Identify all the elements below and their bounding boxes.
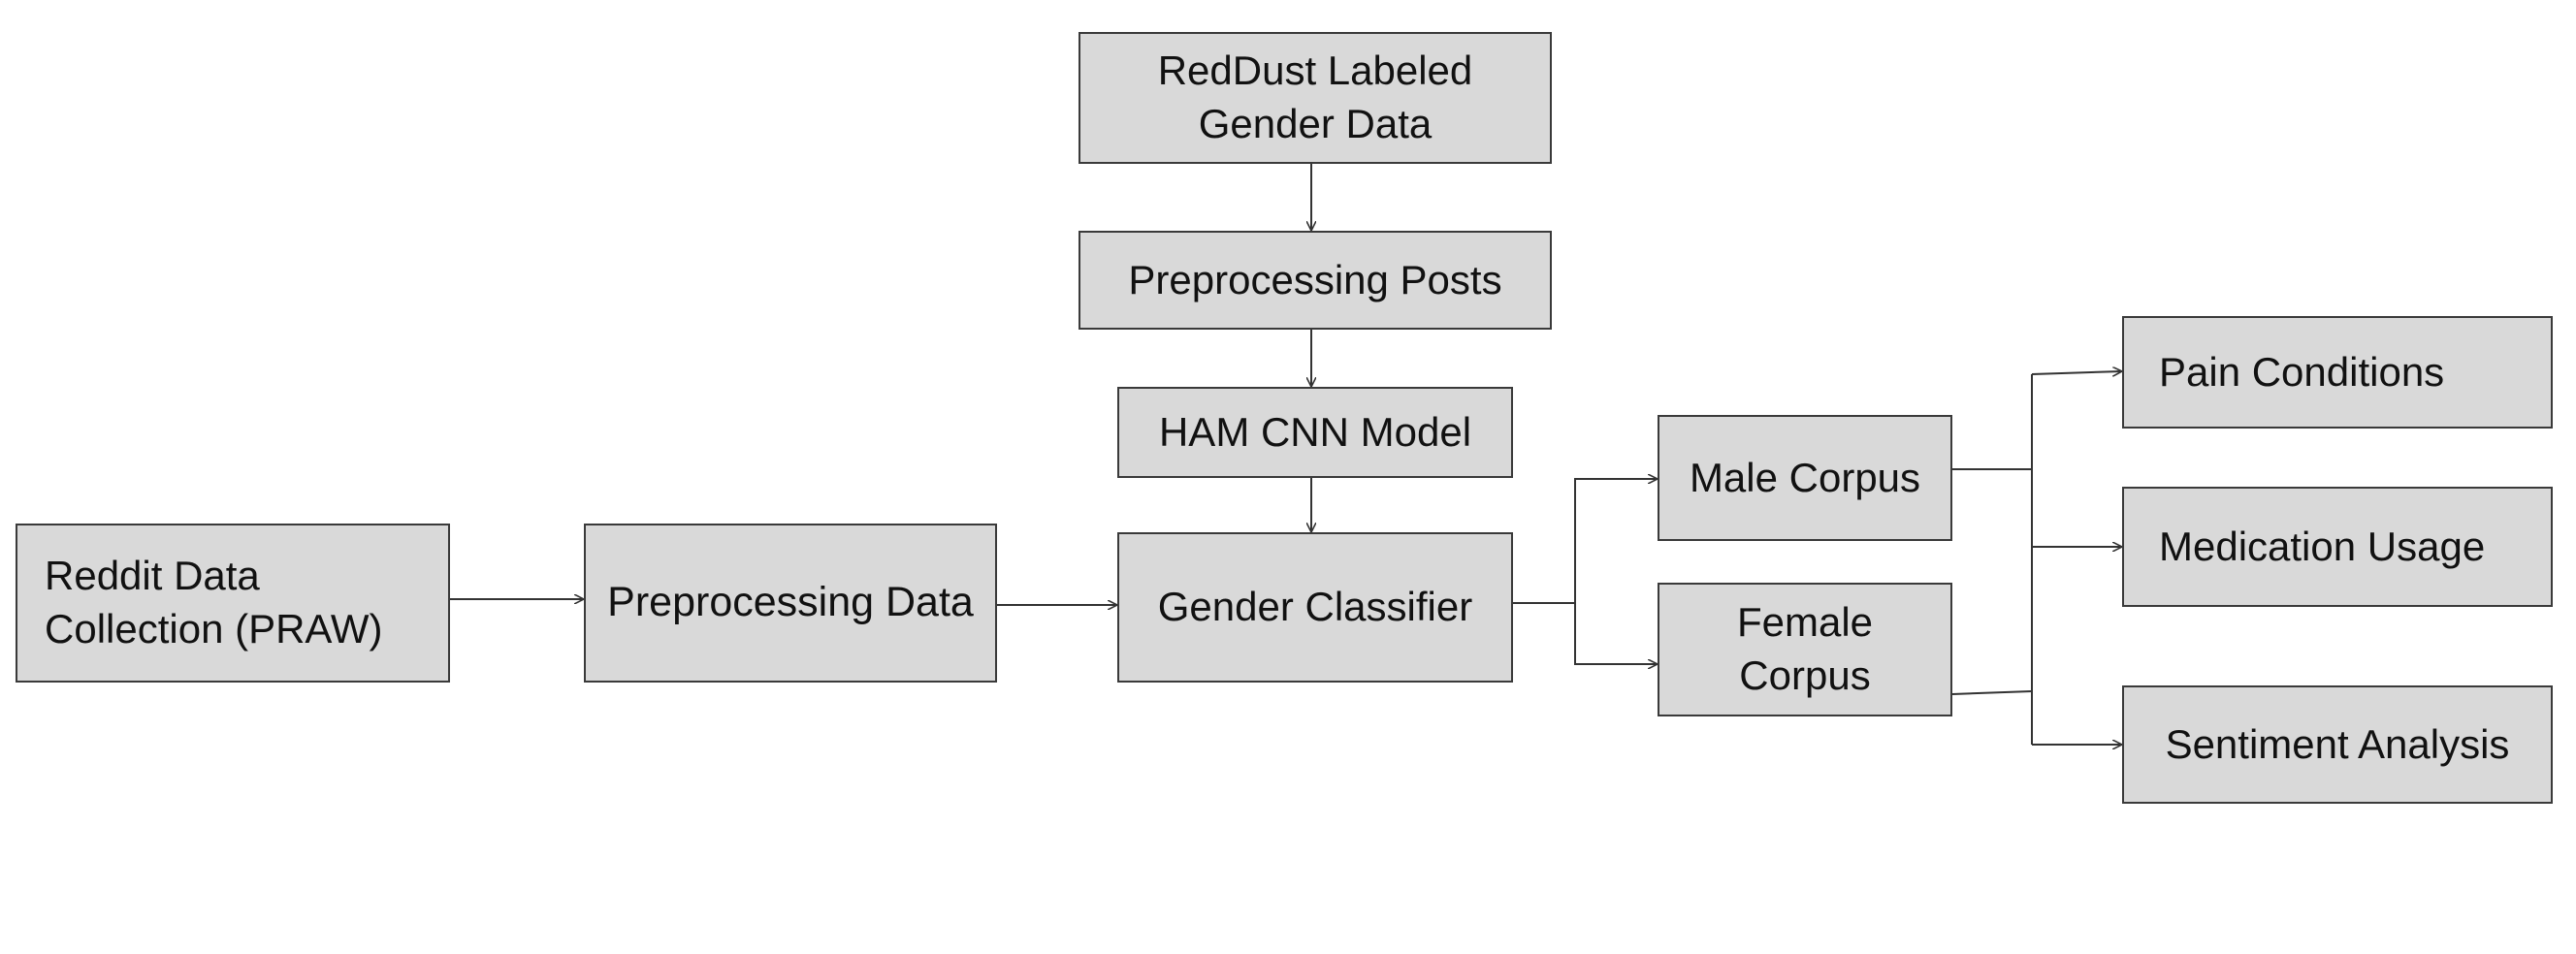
sentiment-analysis-label: Sentiment Analysis (2165, 720, 2510, 767)
reddit-data-collection-label: Reddit Data Collection (PRAW) (45, 553, 383, 652)
edge-bus-to-pain-conditions (2031, 371, 2122, 374)
reddust-labeled-gender-data-node: RedDust Labeled Gender Data (1079, 32, 1552, 164)
preprocessing-data-node: Preprocessing Data (584, 524, 997, 683)
reddust-labeled-gender-data-label: RedDust Labeled Gender Data (1157, 48, 1473, 146)
gender-classifier-node: Gender Classifier (1117, 532, 1513, 683)
ham-cnn-model-label: HAM CNN Model (1158, 408, 1472, 455)
edge-fork-to-female-corpus (1574, 603, 1658, 664)
medication-usage-node: Medication Usage (2122, 487, 2553, 607)
preprocessing-posts-node: Preprocessing Posts (1079, 231, 1552, 330)
female-corpus-label: Female Corpus (1736, 599, 1874, 698)
male-corpus-label: Male Corpus (1689, 454, 1921, 500)
edge-fork-to-male-corpus (1574, 479, 1658, 603)
edge-female-corpus-to-bus (1951, 690, 2033, 695)
female-corpus-node: Female Corpus (1658, 583, 1952, 716)
ham-cnn-model-node: HAM CNN Model (1117, 387, 1513, 478)
sentiment-analysis-node: Sentiment Analysis (2122, 685, 2553, 804)
medication-usage-label: Medication Usage (2159, 523, 2486, 569)
male-corpus-node: Male Corpus (1658, 415, 1952, 541)
reddit-data-collection-node: Reddit Data Collection (PRAW) (16, 524, 450, 683)
gender-classifier-label: Gender Classifier (1157, 584, 1473, 630)
preprocessing-posts-label: Preprocessing Posts (1128, 256, 1502, 302)
preprocessing-data-label: Preprocessing Data (607, 579, 974, 626)
pain-conditions-node: Pain Conditions (2122, 316, 2553, 429)
pain-conditions-label: Pain Conditions (2159, 348, 2445, 395)
